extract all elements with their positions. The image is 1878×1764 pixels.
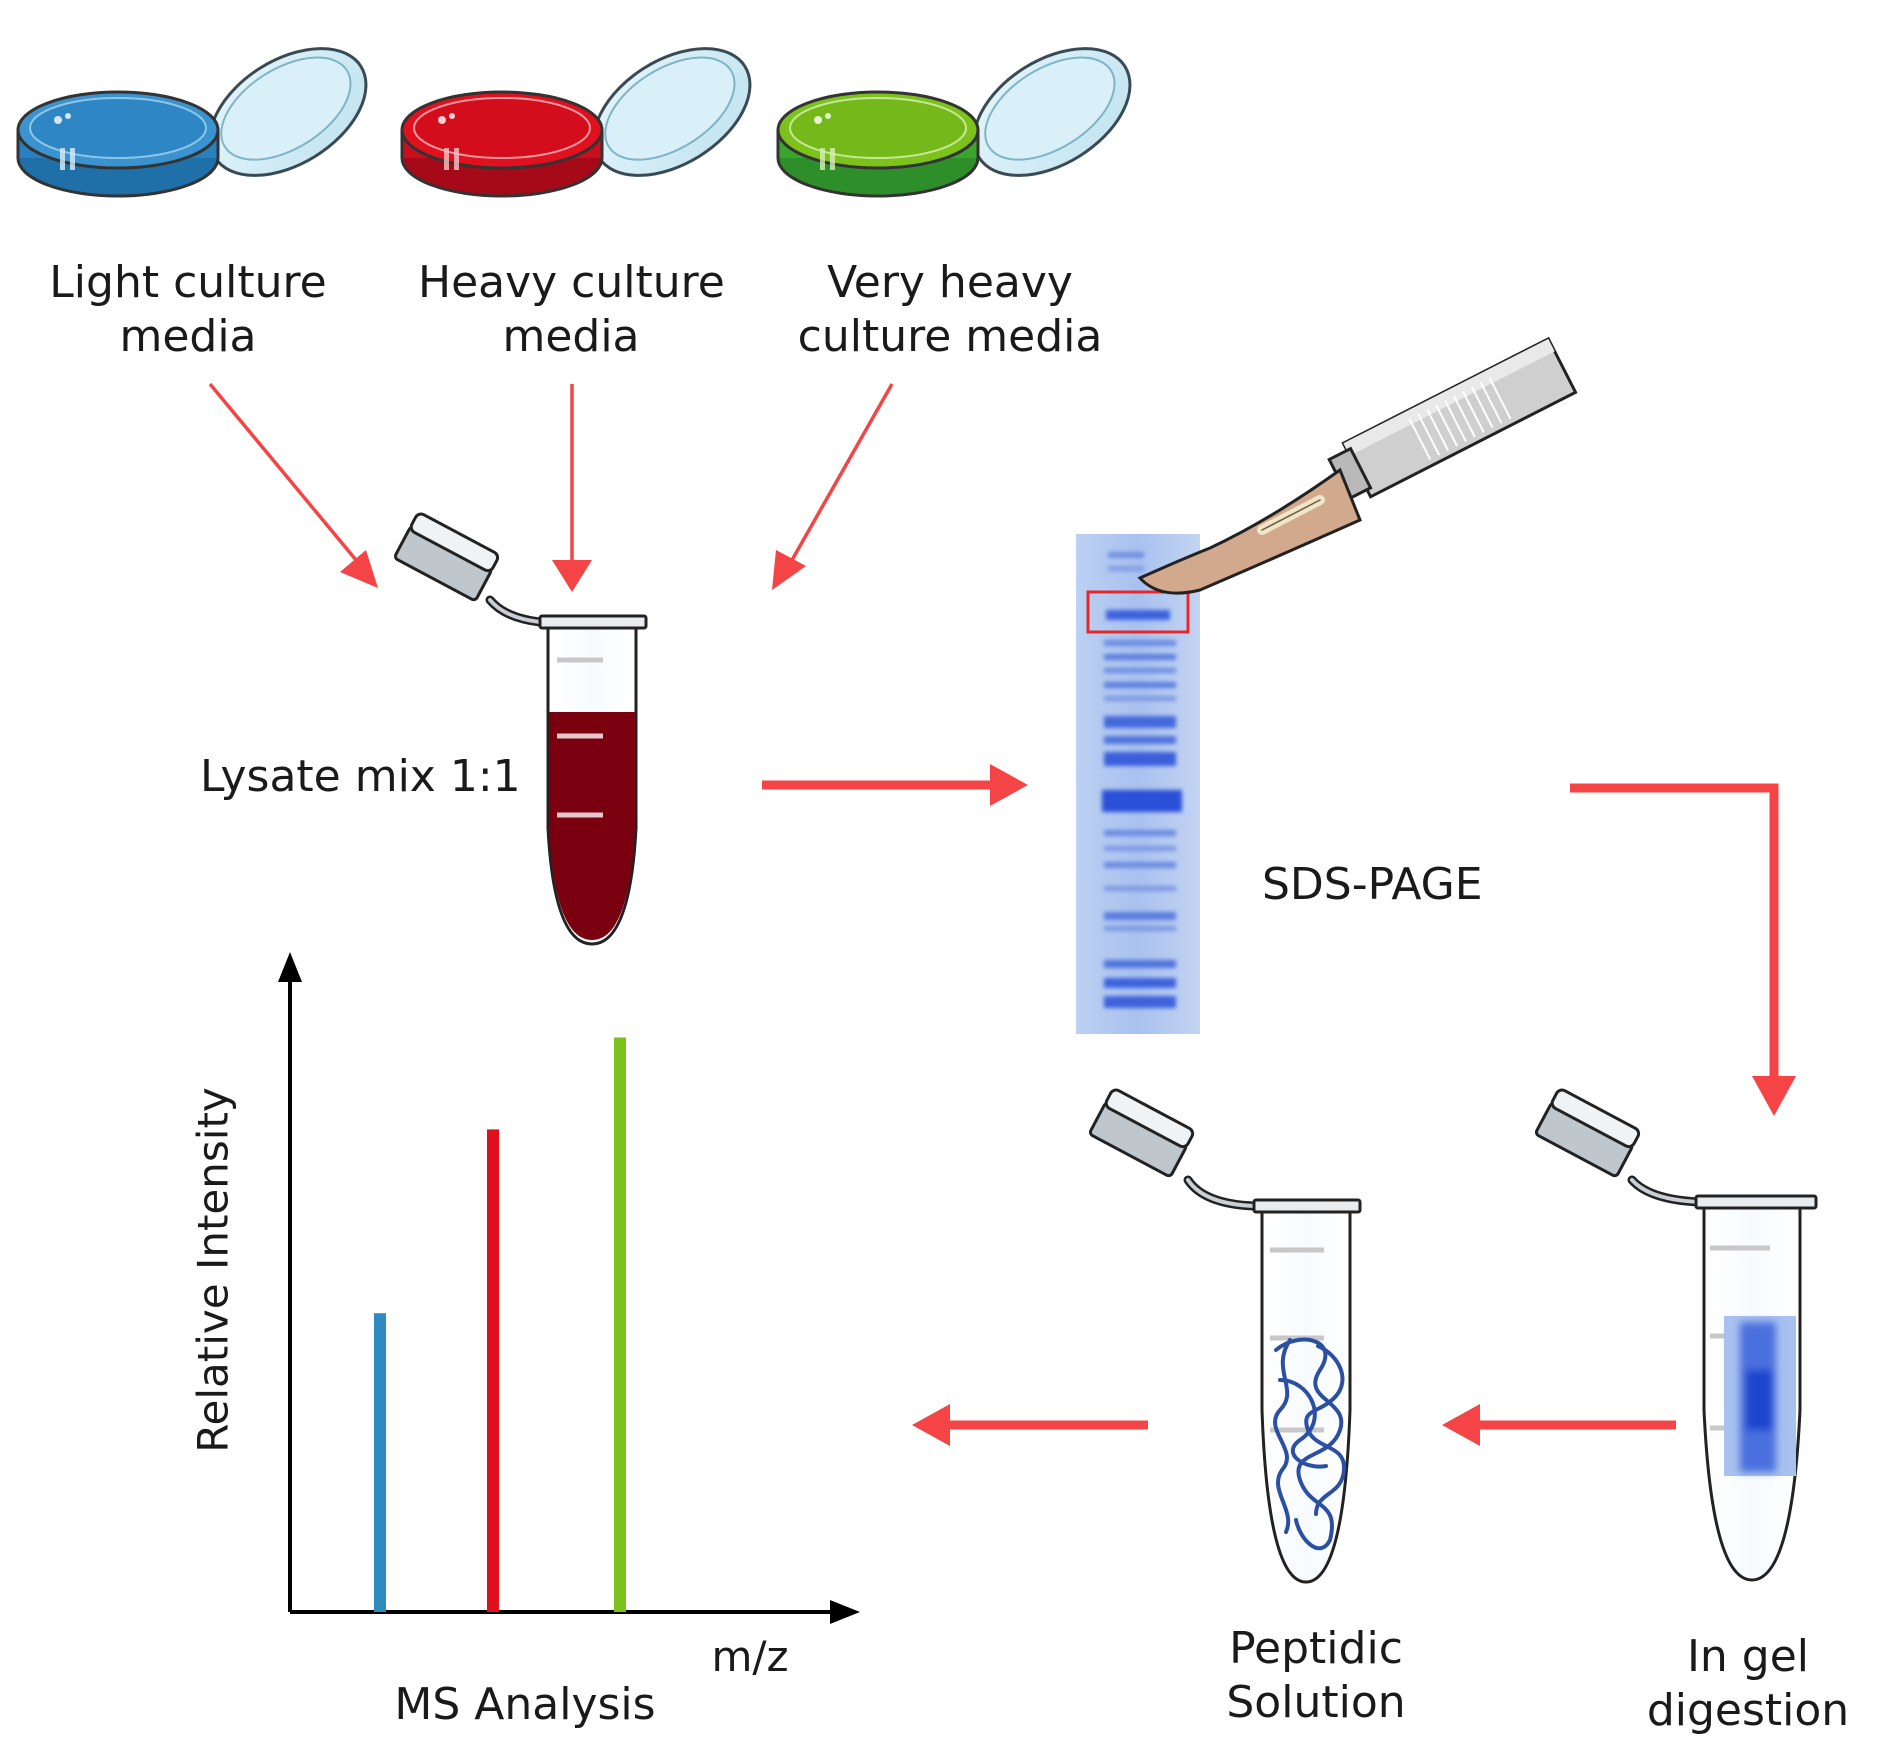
ms-analysis-label: MS Analysis [394,1679,656,1730]
ms-peak-very-heavy [614,1037,626,1612]
scalpel [1137,336,1578,595]
ms-peaks [374,1037,626,1612]
lysate-mix-label: Lysate mix 1:1 [200,751,521,802]
peptidic-solution-label: Peptidic Solution [1226,1623,1406,1728]
in-gel-digestion-tube [1534,1088,1818,1582]
arrow-very-heavy-to-lysate [772,383,894,590]
petri-dish-light [16,47,368,198]
heavy-culture-media-label: Heavy culture media [418,257,725,362]
very-heavy-culture-media-label: Very heavy culture media [797,257,1103,362]
petri-dish-very-heavy [776,47,1132,198]
arrow-heavy-to-lysate [552,384,592,592]
x-axis-arrowhead [830,1600,860,1624]
ms-analysis-chart [278,952,860,1624]
ms-peak-light [374,1313,386,1612]
arrow-lysate-to-gel [762,764,1028,806]
arrow-light-to-lysate [208,382,378,588]
lysate-tube [393,512,648,946]
relative-intensity-axis-label: Relative Intensity [188,1087,238,1453]
petri-dish-heavy [400,47,752,198]
light-culture-media-label: Light culture media [49,257,327,362]
in-gel-digestion-label: In gel digestion [1646,1631,1850,1736]
arrow-peptide-to-ms [912,1404,1148,1446]
mz-axis-label: m/z [711,1632,789,1681]
y-axis-arrowhead [278,952,302,982]
peptidic-solution-tube [1088,1088,1362,1584]
sds-page-label: SDS-PAGE [1262,859,1483,910]
sds-page-gel [1076,534,1200,1034]
arrow-gel-to-digestion [1570,783,1796,1116]
ms-peak-heavy [487,1129,499,1612]
arrow-digestion-to-peptide [1442,1404,1676,1446]
